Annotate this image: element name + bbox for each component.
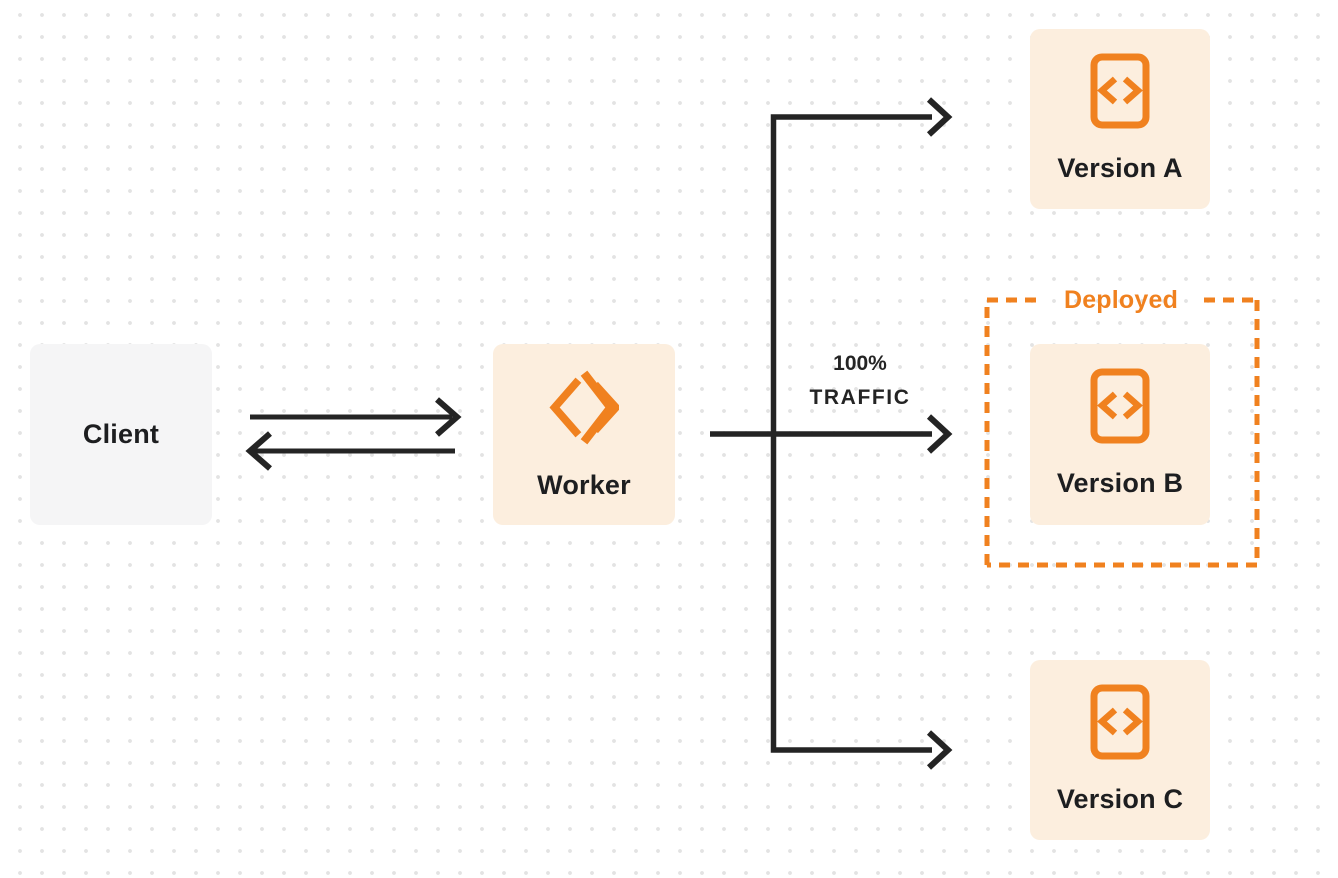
arrowhead-left-icon bbox=[245, 431, 272, 471]
code-file-icon bbox=[1090, 368, 1150, 444]
code-file-icon bbox=[1090, 684, 1150, 760]
node-version-b: Version B bbox=[1030, 344, 1210, 525]
deployed-group-label: Deployed bbox=[1063, 285, 1179, 314]
code-file-icon bbox=[1090, 53, 1150, 129]
version-a-label: Version A bbox=[1057, 153, 1183, 183]
arrowhead-version-a-icon bbox=[926, 97, 953, 137]
traffic-label: 100% TRAFFIC bbox=[771, 347, 949, 415]
arrowhead-right-icon bbox=[435, 397, 462, 437]
edge-client-to-worker bbox=[250, 397, 462, 437]
arrowhead-version-c-icon bbox=[926, 730, 953, 770]
edge-worker-to-client bbox=[245, 431, 455, 471]
traffic-percent-text: 100% bbox=[833, 352, 887, 375]
version-b-label: Version B bbox=[1056, 468, 1184, 498]
workers-logo-icon bbox=[549, 370, 619, 445]
version-c-label: Version C bbox=[1056, 784, 1184, 814]
worker-label: Worker bbox=[537, 470, 631, 500]
node-version-a: Version A bbox=[1030, 29, 1210, 209]
edge-worker-to-versions bbox=[710, 97, 953, 770]
client-label: Client bbox=[82, 419, 160, 449]
node-client: Client bbox=[30, 344, 212, 525]
deployed-group-border bbox=[984, 297, 1260, 568]
traffic-word-text: TRAFFIC bbox=[809, 386, 911, 409]
node-worker: Worker bbox=[493, 344, 675, 525]
arrowhead-version-b-icon bbox=[926, 414, 953, 454]
node-version-c: Version C bbox=[1030, 660, 1210, 840]
